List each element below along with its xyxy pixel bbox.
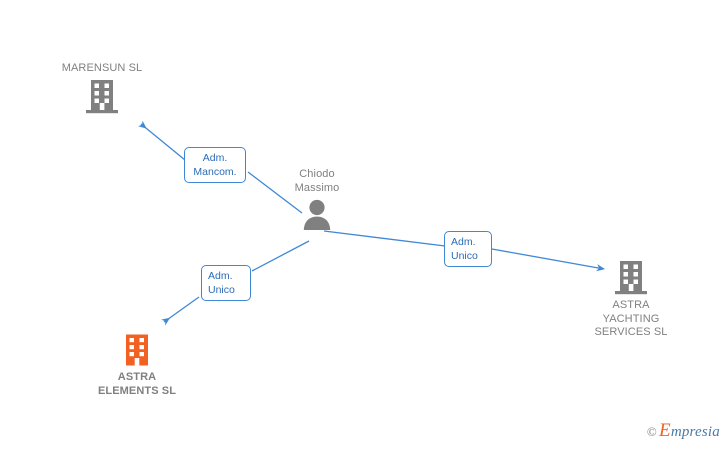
copyright-icon: ©: [646, 424, 657, 439]
building-icon: [77, 334, 197, 368]
edge-label-adm-unico-yachting[interactable]: Adm. Unico: [444, 231, 492, 267]
watermark-brand-initial: E: [659, 420, 671, 441]
edge-label-adm-mancom[interactable]: Adm. Mancom.: [184, 147, 246, 183]
building-icon: [42, 79, 162, 115]
edge-line-marensun-head: [137, 120, 186, 161]
edge-line-astra-yachting-tail: [323, 230, 446, 247]
node-label-marensun: MARENSUN SL: [61, 62, 143, 74]
node-astra-yachting[interactable]: ASTRA YACHTING SERVICES SL: [571, 260, 691, 340]
person-icon: [257, 198, 377, 230]
edge-line-astra-elements-tail: [251, 240, 310, 272]
node-marensun[interactable]: MARENSUN SL: [42, 62, 162, 115]
node-label-chiodo-massimo: Chiodo Massimo: [294, 168, 340, 194]
edge-line-marensun-tail: [247, 171, 303, 214]
node-astra-elements[interactable]: ASTRA ELEMENTS SL: [77, 334, 197, 398]
edge-line-astra-elements-head: [161, 296, 200, 326]
edge-line-astra-yachting-head: [491, 248, 605, 272]
node-label-astra-yachting: ASTRA YACHTING SERVICES SL: [594, 299, 668, 338]
node-label-astra-elements: ASTRA ELEMENTS SL: [97, 371, 177, 397]
watermark: ©Empresia: [647, 420, 720, 442]
edge-label-adm-unico-elements[interactable]: Adm. Unico: [201, 265, 251, 301]
node-chiodo-massimo[interactable]: Chiodo Massimo: [257, 168, 377, 230]
watermark-brand-rest: mpresia: [670, 424, 720, 440]
building-icon: [571, 260, 691, 296]
